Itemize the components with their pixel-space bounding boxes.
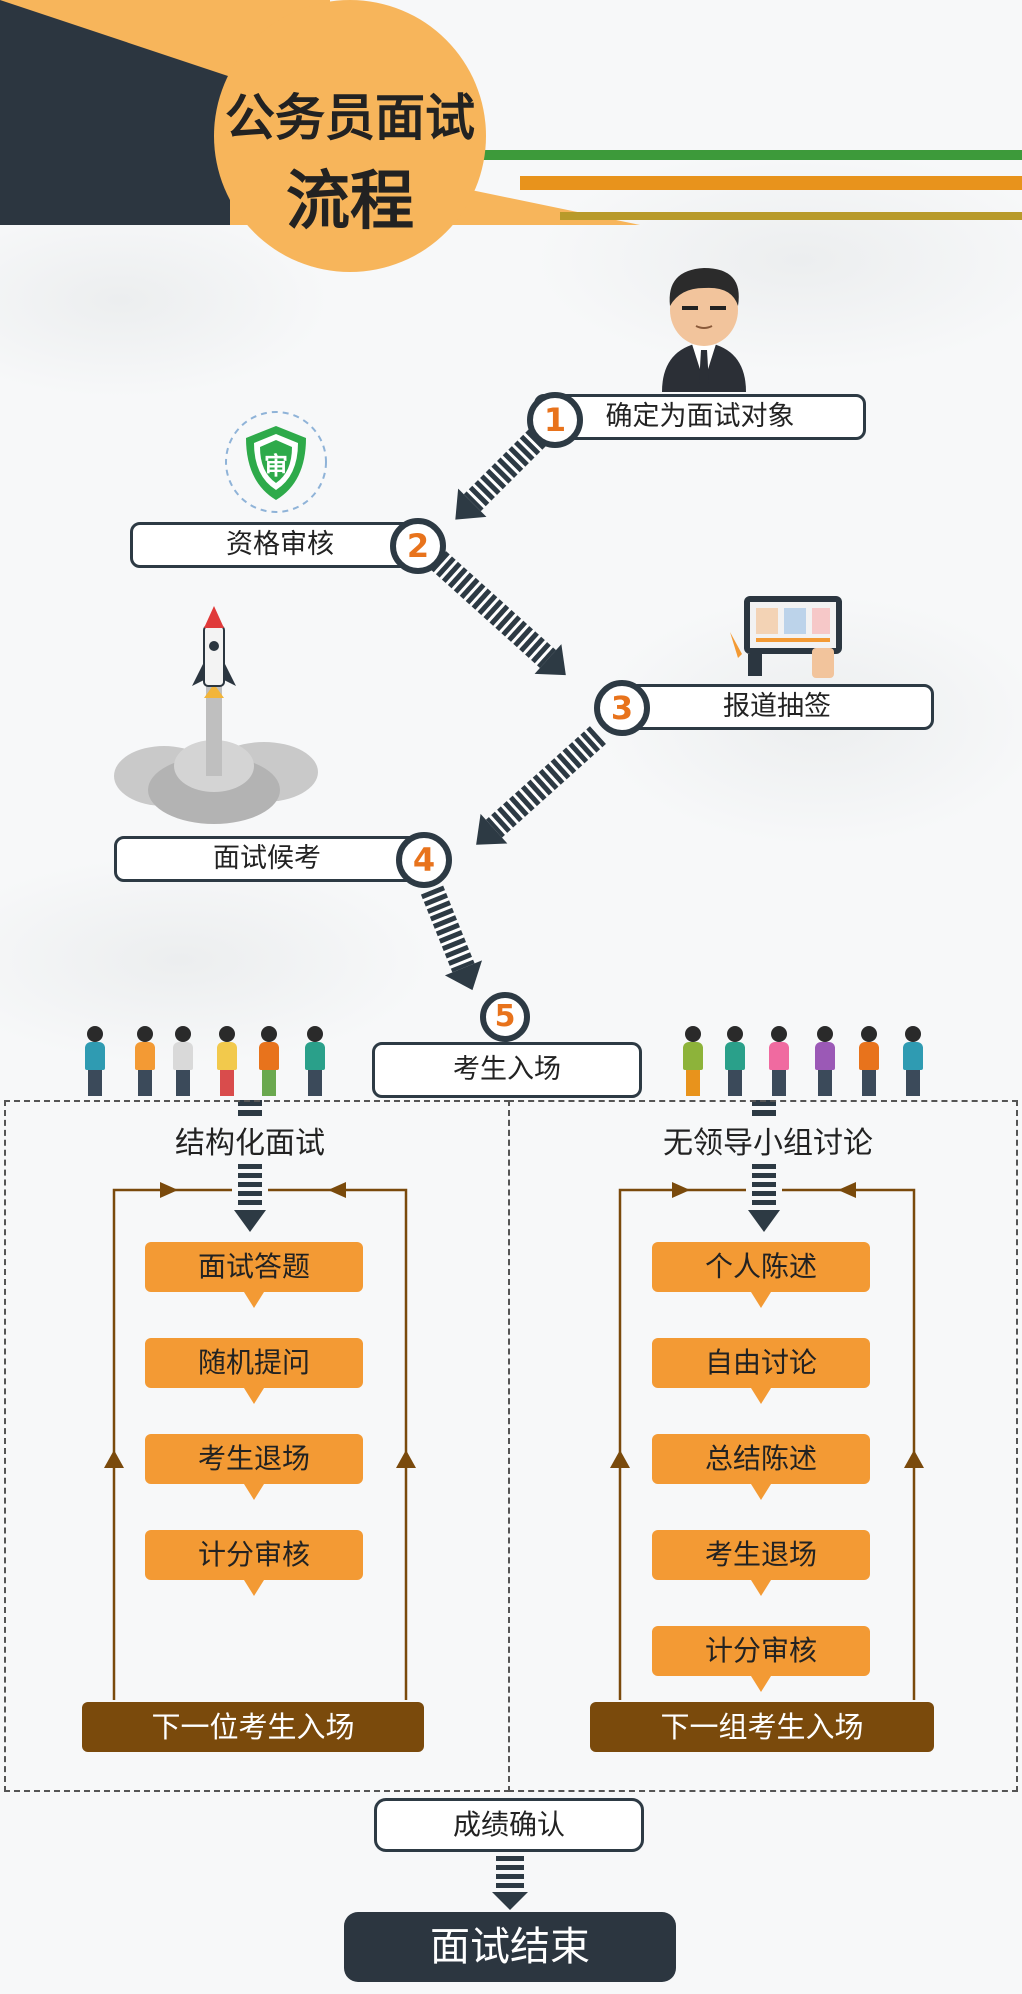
left-step-box: 考生退场 — [145, 1434, 363, 1500]
group-discussion-panel — [508, 1100, 1018, 1792]
title-line1: 公务员面试 — [225, 89, 475, 147]
next-candidate-bar: 下一位考生入场 — [82, 1702, 424, 1752]
interview-end-box: 面试结束 — [344, 1912, 676, 1982]
person-figure — [82, 1026, 108, 1098]
person-figure — [680, 1026, 706, 1098]
businessman-icon — [662, 268, 746, 392]
step-3-badge: 3 — [594, 680, 650, 736]
left-step-box: 随机提问 — [145, 1338, 363, 1404]
left-step-box: 面试答题 — [145, 1242, 363, 1308]
score-confirm-box: 成绩确认 — [374, 1798, 644, 1852]
review-shield-icon: 审 — [225, 411, 327, 513]
title-line2: 流程 — [286, 165, 414, 239]
person-figure — [170, 1026, 196, 1098]
person-figure — [812, 1026, 838, 1098]
right-panel-title: 无领导小组讨论 — [663, 1126, 873, 1161]
header-decoration — [0, 0, 1022, 272]
step-4-box: 面试候考 — [114, 836, 420, 882]
step-5-label: 考生入场 — [453, 1054, 561, 1085]
right-step-box: 总结陈述 — [652, 1434, 870, 1500]
shield-glyph: 审 — [264, 452, 288, 480]
right-step-box: 个人陈述 — [652, 1242, 870, 1308]
person-figure — [256, 1026, 282, 1098]
step-2-badge: 2 — [390, 518, 446, 574]
step-2-label: 资格审核 — [226, 529, 334, 560]
right-step-box: 自由讨论 — [652, 1338, 870, 1404]
step-1-badge: 1 — [527, 392, 583, 448]
step-4-label: 面试候考 — [213, 843, 321, 874]
tablet-icon — [730, 596, 842, 678]
step-2-box: 资格审核 — [130, 522, 430, 568]
person-figure — [900, 1026, 926, 1098]
person-figure — [722, 1026, 748, 1098]
person-figure — [132, 1026, 158, 1098]
step-3-label: 报道抽签 — [723, 691, 831, 722]
step-3-box: 报道抽签 — [620, 684, 934, 730]
step-1-box: 确定为面试对象 — [534, 394, 866, 440]
step-4-badge: 4 — [396, 832, 452, 888]
person-figure — [214, 1026, 240, 1098]
step-5-box: 考生入场 — [372, 1042, 642, 1098]
left-step-box: 计分审核 — [145, 1530, 363, 1596]
person-figure — [302, 1026, 328, 1098]
left-panel-title: 结构化面试 — [175, 1126, 325, 1161]
person-figure — [766, 1026, 792, 1098]
step-5-badge: 5 — [480, 992, 530, 1042]
right-step-box: 考生退场 — [652, 1530, 870, 1596]
next-group-bar: 下一组考生入场 — [590, 1702, 934, 1752]
person-figure — [856, 1026, 882, 1098]
right-step-box: 计分审核 — [652, 1626, 870, 1692]
rocket-icon — [114, 606, 318, 824]
step-1-label: 确定为面试对象 — [605, 401, 795, 432]
